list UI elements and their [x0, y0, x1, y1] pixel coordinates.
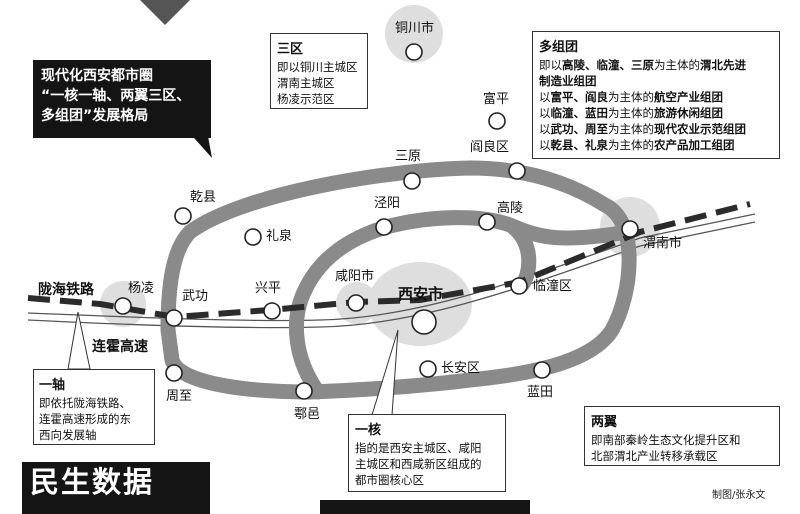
label-qianxian: 乾县 [190, 190, 217, 205]
zhouzhi-node [165, 364, 183, 382]
axis-box: 一轴 即依托陇海铁路、 连霍高速形成的东 西向发展轴 [33, 369, 155, 445]
label-weinan: 渭南市 [643, 236, 683, 251]
label-wugong: 武功 [182, 289, 209, 304]
axis-pointer [67, 311, 91, 370]
core-box: 一核 指的是西安主城区、咸阳 主城区和西咸新区组成的 都市圈核心区 [348, 414, 506, 492]
core-line-1: 指的是西安主城区、咸阳 [355, 441, 482, 455]
core-line-3: 都市圈核心区 [355, 473, 424, 487]
label-gaoling: 高陵 [497, 201, 524, 216]
gaoling-node [478, 213, 496, 231]
label-liquan: 礼泉 [266, 229, 293, 244]
minsheng-text: 民生数据 [30, 465, 155, 499]
map-credit: 制图/张永文 [712, 490, 766, 501]
clusters-line-3: 以富平、阎良为主体的航空产业组团 [539, 90, 723, 104]
label-jingyang: 泾阳 [374, 196, 401, 211]
core-title: 一核 [355, 423, 382, 438]
railway-label: 陇海铁路 [38, 282, 94, 298]
three-zones-item-1: 即以铜川主城区 [277, 60, 358, 74]
axis-line-3: 西向发展轴 [39, 428, 97, 442]
liquan-node [244, 228, 262, 246]
label-fuping: 富平 [483, 92, 510, 107]
yanliang-node [508, 162, 526, 180]
xian-node [411, 309, 437, 335]
label-yangling: 杨凌 [128, 281, 155, 296]
bottom-dark-block [320, 500, 530, 514]
xian-core-circle [368, 262, 472, 346]
wugong-node [165, 309, 183, 327]
lantian-node [533, 361, 551, 379]
core-pointer [371, 329, 399, 416]
three-zones-title: 三区 [277, 42, 304, 57]
xianyang-node [347, 294, 365, 312]
changan-node [419, 360, 437, 378]
fuping-node [488, 112, 506, 130]
title-banner: 现代化西安都市圈 “一核一轴、两翼三区、 多组团”发展格局 [33, 60, 211, 138]
label-zhouzhi: 周至 [166, 389, 193, 404]
wings-title: 两翼 [591, 415, 618, 430]
axis-line-1: 即依托陇海铁路、 [39, 396, 131, 410]
minsheng-data-banner: 民生数据 [22, 462, 210, 514]
clusters-line-4: 以临潼、蓝田为主体的旅游休闲组团 [539, 106, 723, 120]
yangling-node [114, 297, 132, 315]
wings-line-2: 北部渭北产业转移承载区 [591, 449, 718, 463]
sanyuan-node [403, 172, 421, 190]
label-sanyuan: 三原 [395, 149, 422, 164]
banner-line-2: “一核一轴、两翼三区、 [41, 88, 191, 104]
clusters-title: 多组团 [539, 40, 579, 55]
weinan-node [621, 220, 639, 238]
clusters-line-1: 即以高陵、临潼、三原为主体的渭北先进 [539, 58, 746, 72]
highway-label: 连霍高速 [92, 339, 148, 355]
top-arrow-marker [140, 0, 190, 25]
label-huyi: 鄠邑 [294, 407, 321, 422]
clusters-line-2: 制造业组团 [539, 74, 597, 88]
three-zones-box: 三区 即以铜川主城区 渭南主城区 杨凌示范区 [270, 33, 368, 109]
clusters-line-6: 以乾县、礼泉为主体的农产品加工组团 [539, 138, 735, 152]
axis-line-2: 连霍高速形成的东 [39, 412, 131, 426]
three-zones-item-3: 杨凌示范区 [277, 92, 335, 106]
banner-background [33, 60, 211, 138]
label-changan: 长安区 [441, 361, 481, 376]
banner-text: 现代化西安都市圈 “一核一轴、两翼三区、 多组团”发展格局 [41, 66, 190, 126]
wings-line-1: 即南部秦岭生态文化提升区和 [591, 433, 741, 447]
clusters-box: 多组团 即以高陵、临潼、三原为主体的渭北先进 制造业组团 以富平、阎良为主体的航… [532, 31, 780, 159]
core-line-2: 主城区和西咸新区组成的 [355, 457, 482, 471]
tongchuan-node [405, 43, 423, 61]
label-tongchuan: 铜川市 [395, 21, 435, 36]
xingping-node [263, 302, 281, 320]
huyi-node [295, 382, 313, 400]
label-xingping: 兴平 [255, 281, 282, 296]
clusters-line-5: 以武功、周至为主体的现代农业示范组团 [539, 122, 746, 136]
tongchuan-zone-circle [385, 5, 443, 63]
lintong-node [510, 277, 528, 295]
label-xian: 西安市 [398, 285, 444, 303]
qianxian-node [174, 207, 192, 225]
label-lantian: 蓝田 [527, 385, 554, 400]
highway-line-inner [27, 221, 756, 329]
banner-line-3: 多组团”发展格局 [41, 108, 149, 124]
jingyang-node [375, 218, 393, 236]
axis-title: 一轴 [39, 378, 66, 393]
label-xianyang: 咸阳市 [335, 269, 375, 284]
label-lintong: 临潼区 [533, 279, 573, 294]
banner-line-1: 现代化西安都市圈 [41, 68, 153, 84]
wings-box: 两翼 即南部秦岭生态文化提升区和 北部渭北产业转移承载区 [584, 406, 780, 466]
label-yanliang: 阎良区 [470, 140, 510, 155]
three-zones-item-2: 渭南主城区 [277, 76, 335, 90]
